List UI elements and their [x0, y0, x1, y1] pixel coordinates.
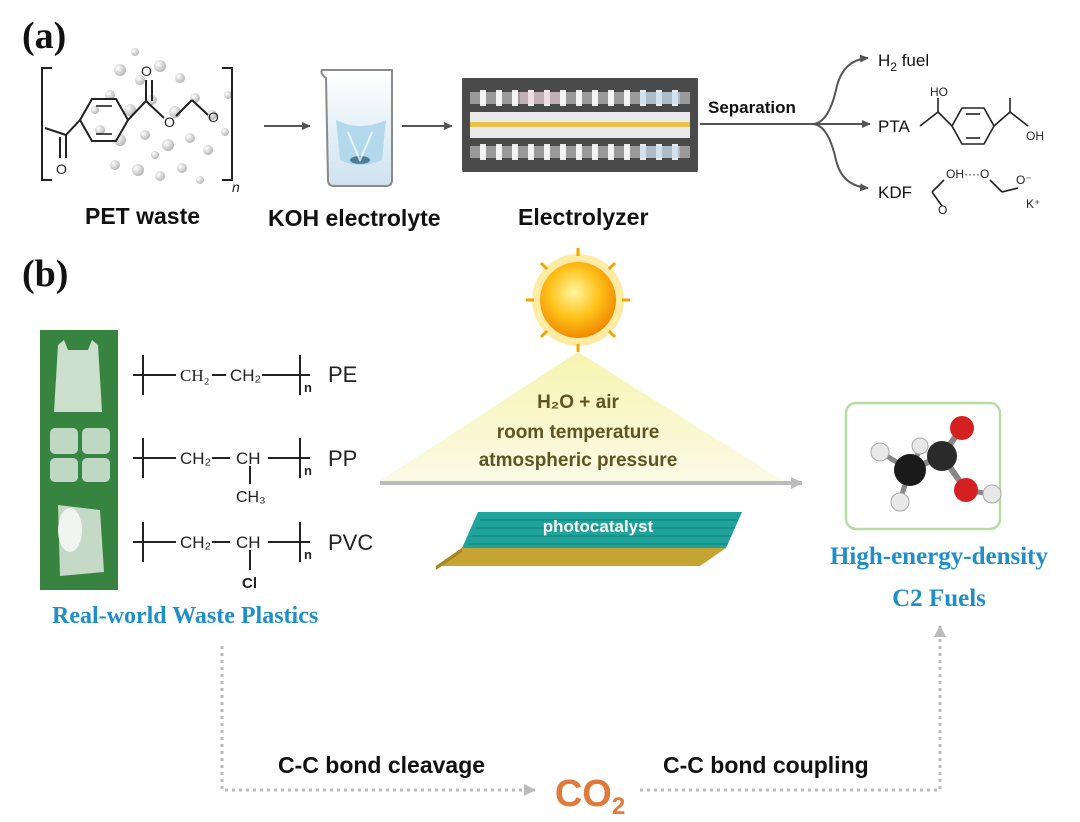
pvc-repeat-n: n: [304, 547, 312, 562]
panel-b-label: (b): [22, 253, 69, 295]
coupling-label: C-C bond coupling: [663, 752, 869, 778]
electrolyzer-label: Electrolyzer: [518, 204, 649, 230]
pp-substituent: CH₃: [236, 489, 266, 506]
waste-plastics-photo: [40, 330, 118, 590]
pta-label: PTA: [878, 117, 910, 136]
kdf-k-plus: K⁺: [1026, 197, 1040, 211]
pta-ho-label: HO: [930, 85, 948, 99]
pp-unit-2: CH: [236, 449, 261, 468]
cleavage-label: C-C bond cleavage: [278, 752, 486, 778]
pet-particles: [91, 48, 232, 184]
polymer-texts: CH₂ CH₂ n PE CH₂ CH n CH₃ PP CH₂ CH n Cl…: [180, 362, 373, 592]
waste-plastics-caption: Real-world Waste Plastics: [52, 603, 319, 629]
pe-unit-2: CH₂: [230, 366, 261, 385]
acetic-acid-molecule: [844, 401, 1002, 531]
photocatalyst-slab: photocatalyst: [436, 512, 742, 570]
condition-pressure: atmospheric pressure: [479, 450, 678, 471]
kdf-label: KDF: [878, 183, 912, 202]
koh-electrolyte-label: KOH electrolyte: [268, 205, 441, 231]
kdf-oh-dots: OH····O: [946, 167, 989, 181]
pp-repeat-n: n: [304, 463, 312, 478]
beaker-icon: [320, 69, 393, 187]
sun-icon: [526, 248, 630, 352]
pe-unit-1: CH₂: [180, 366, 210, 385]
svg-text:O: O: [56, 161, 67, 177]
polymer-structures: [133, 355, 310, 570]
pe-name: PE: [328, 362, 357, 387]
pet-repeat-n: n: [232, 179, 240, 195]
pvc-substituent: Cl: [242, 575, 257, 592]
svg-text:O: O: [208, 109, 219, 125]
condition-water-air: H₂O + air: [537, 392, 619, 413]
pvc-unit-2: CH: [236, 533, 261, 552]
pta-oh-label: OH: [1026, 129, 1044, 143]
pe-repeat-n: n: [304, 380, 312, 395]
separation-arrows: [700, 54, 871, 192]
pta-structure: [919, 98, 1029, 145]
co2-label: CO2: [555, 773, 625, 820]
separation-label: Separation: [708, 98, 796, 117]
co2-cycle-arrows: [220, 625, 946, 796]
pet-structure: O O O O n: [41, 48, 240, 195]
panel-a-label: (a): [22, 15, 67, 57]
svg-text:O: O: [164, 114, 175, 130]
photocatalyst-label: photocatalyst: [543, 517, 654, 536]
condition-room-temp: room temperature: [497, 422, 660, 443]
h2-fuel-label: H2 fuel: [878, 51, 929, 74]
conditions-triangle: [378, 352, 785, 482]
kdf-structure: [931, 179, 1019, 207]
conditions-text: H₂O + air room temperature atmospheric p…: [479, 392, 678, 471]
svg-text:O: O: [141, 63, 152, 79]
pvc-unit-1: CH₂: [180, 533, 211, 552]
electrolyzer-icon: [462, 78, 698, 172]
pp-unit-1: CH₂: [180, 449, 211, 468]
fuels-caption-line2: C2 Fuels: [892, 585, 986, 612]
pvc-name: PVC: [328, 530, 373, 555]
pet-waste-label: PET waste: [85, 203, 201, 229]
fuels-caption-line1: High-energy-density: [829, 543, 1049, 570]
kdf-o-lower: O: [938, 203, 947, 217]
pp-name: PP: [328, 446, 357, 471]
kdf-o-minus: O⁻: [1016, 173, 1032, 187]
